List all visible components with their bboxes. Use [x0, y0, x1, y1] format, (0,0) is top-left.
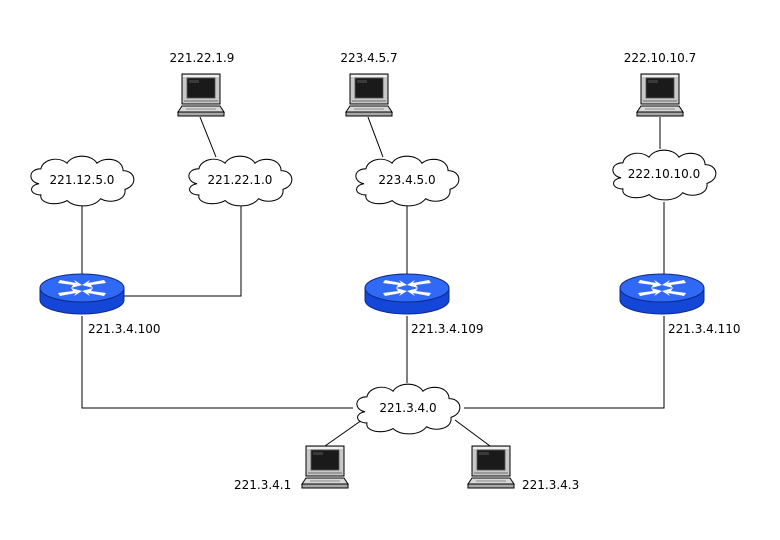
router-3: 221.3.4.110	[619, 273, 741, 336]
link-host2-net3	[367, 116, 384, 158]
network-222-10-10-0: 222.10.10.0	[612, 149, 717, 201]
router-icon	[619, 273, 705, 315]
host-label: 222.10.10.7	[624, 51, 697, 65]
computer-icon	[177, 73, 225, 117]
host-label: 221.3.4.3	[522, 478, 579, 492]
router-icon	[39, 273, 125, 315]
computer-icon	[301, 445, 349, 489]
network-223-4-5-0: 223.4.5.0	[355, 155, 460, 207]
computer-icon	[467, 445, 515, 489]
host-221-3-4-3: 221.3.4.3	[467, 445, 579, 492]
host-label: 221.22.1.9	[170, 51, 235, 65]
network-label: 221.12.5.0	[50, 173, 115, 187]
network-label: 221.3.4.0	[379, 401, 436, 415]
connections	[81, 116, 665, 447]
network-221-12-5-0: 221.12.5.0	[30, 155, 135, 207]
host-223-4-5-7: 223.4.5.7	[340, 51, 398, 117]
router-label: 221.3.4.100	[88, 322, 161, 336]
network-221-3-4-0: 221.3.4.0	[356, 383, 461, 435]
link-host1-net2	[199, 116, 217, 158]
router-label: 221.3.4.109	[411, 322, 484, 336]
link-router1-backbone	[81, 316, 353, 409]
link-backbone-host5	[454, 419, 491, 447]
router-2: 221.3.4.109	[364, 273, 484, 336]
host-221-3-4-1: 221.3.4.1	[234, 445, 349, 492]
network-label: 221.22.1.0	[208, 173, 273, 187]
router-icon	[364, 273, 450, 315]
host-label: 223.4.5.7	[340, 51, 397, 65]
link-net2-router1	[122, 206, 242, 297]
host-222-10-10-7: 222.10.10.7	[624, 51, 697, 117]
computer-icon	[345, 73, 393, 117]
host-221-22-1-9: 221.22.1.9	[170, 51, 235, 117]
host-label: 221.3.4.1	[234, 478, 291, 492]
network-label: 223.4.5.0	[378, 173, 435, 187]
link-backbone-host4	[324, 419, 363, 447]
network-label: 222.10.10.0	[628, 167, 701, 181]
network-221-22-1-0: 221.22.1.0	[188, 155, 293, 207]
router-label: 221.3.4.110	[668, 322, 741, 336]
computer-icon	[636, 73, 684, 117]
link-router3-backbone	[464, 316, 665, 409]
router-1: 221.3.4.100	[39, 273, 161, 336]
